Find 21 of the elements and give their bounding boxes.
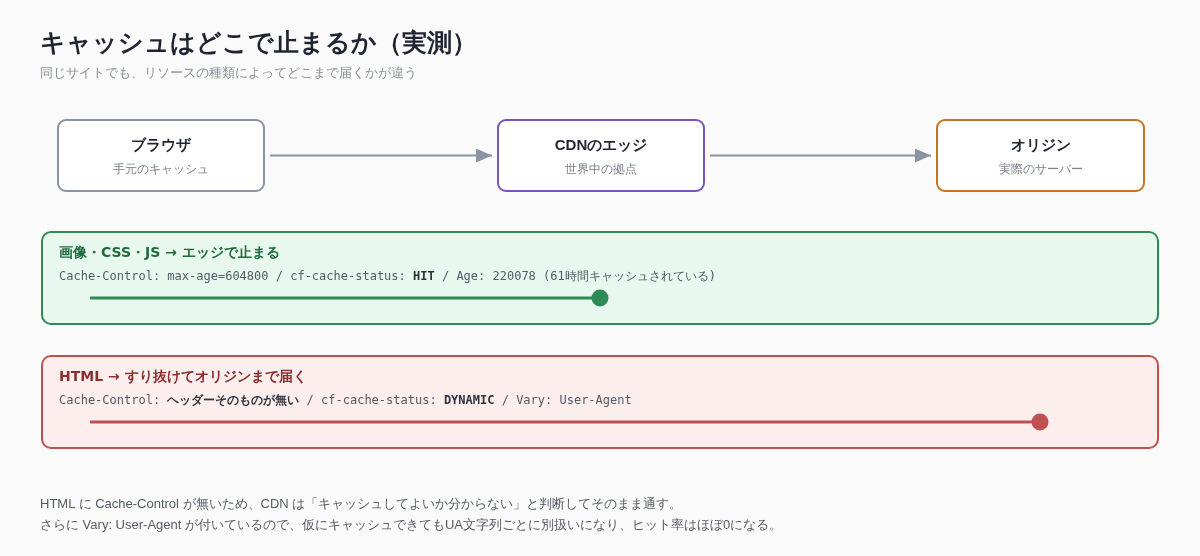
box-subtitle: 世界中の拠点 xyxy=(565,160,637,177)
stage-box xyxy=(497,119,705,192)
title: キャッシュはどこで止まるか（実測） xyxy=(40,27,477,58)
box-title: オリジン xyxy=(1010,134,1071,155)
stage-box xyxy=(936,119,1145,192)
result-panel xyxy=(41,231,1159,325)
arrow xyxy=(709,148,932,163)
note-text: さらに Vary: User-Agent が付いているので、仮にキャッシュできてもUA文字列ごとに別扱いになり、ヒット率はほぼ0になる。 xyxy=(40,516,783,534)
box-subtitle: 実際のサーバー xyxy=(998,160,1083,177)
box-subtitle: 手元のキャッシュ xyxy=(113,160,209,177)
header-values: Cache-Control: ヘッダーそのものが無い / cf-cache-status: DYNAMIC / Vary: User-Agent xyxy=(59,393,632,408)
note-text: HTML に Cache-Control が無いため、CDN は「キャッシュしてよいか分からない」と判断してそのまま通す。 xyxy=(40,495,683,513)
arrow xyxy=(269,148,493,163)
box-title: CDNのエッジ xyxy=(554,134,648,155)
header-values: Cache-Control: max-age=604800 / cf-cache-status: HIT / Age: 220078 (61時間キャッシュされている) xyxy=(59,269,716,284)
result-panel xyxy=(41,355,1159,449)
panel-heading: 画像・CSS・JS → エッジで止まる xyxy=(59,243,280,261)
stage-box xyxy=(57,119,265,192)
panel-heading: HTML → すり抜けてオリジンまで届く xyxy=(59,367,307,385)
box-title: ブラウザ xyxy=(131,134,191,155)
subtitle: 同じサイトでも、リソースの種類によってどこまで届くかが違う xyxy=(40,64,417,82)
